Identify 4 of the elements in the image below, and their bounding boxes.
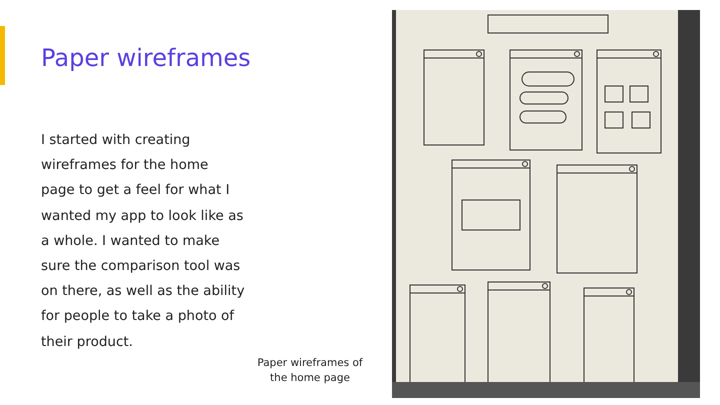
- slide-title: Paper wireframes: [41, 44, 251, 72]
- wireframes-photo: [392, 10, 700, 398]
- body-paragraph: I started with creating wireframes for the home page to get a feel for what I wanted my app to look like as a whole. I wanted to make sure the comparison tool was on there, as well as the ability for people to take a photo of their product.: [41, 131, 246, 352]
- photo-caption: Paper wireframes of the home page: [256, 356, 364, 386]
